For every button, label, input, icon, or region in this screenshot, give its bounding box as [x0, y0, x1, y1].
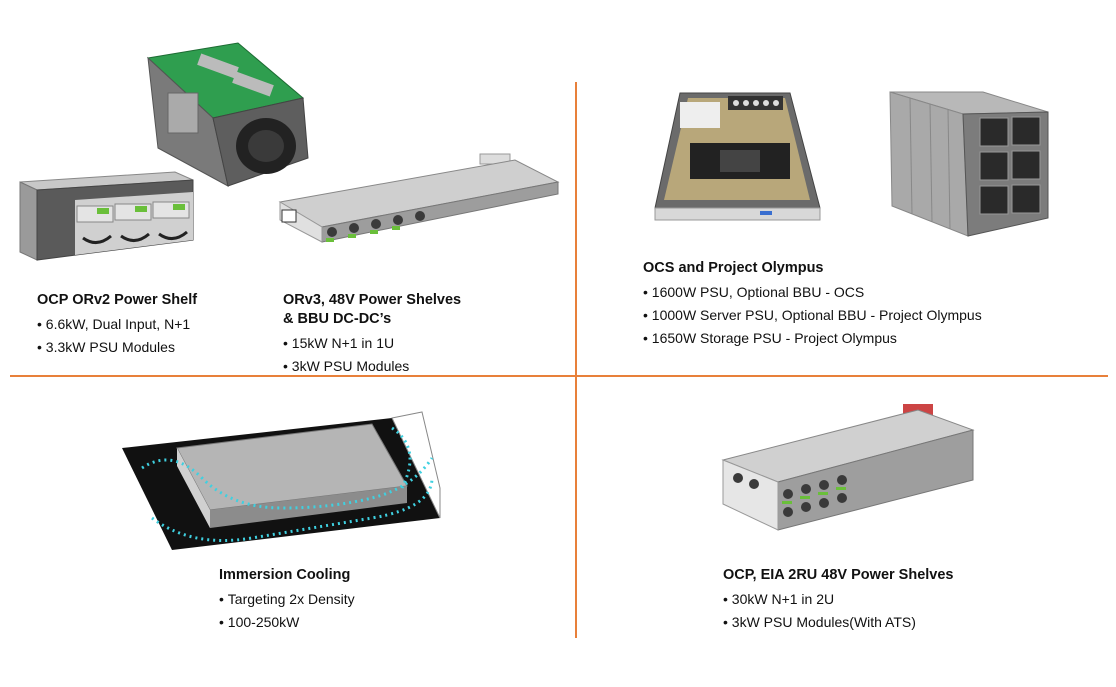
orv3-power-shelf-image [278, 153, 560, 243]
bullet-item: 1000W Server PSU, Optional BBU - Project… [643, 306, 1073, 325]
bullet-item: 3kW PSU Modules [283, 357, 543, 376]
bullet-item: 100-250kW [219, 613, 459, 632]
eia-2ru-shelf-image [721, 404, 975, 531]
bullet-item: 1650W Storage PSU - Project Olympus [643, 329, 1073, 348]
panel-orv3: ORv3, 48V Power Shelves & BBU DC-DC’s 15… [283, 291, 543, 380]
ocs-server-image [654, 92, 821, 221]
olympus-psu-image [889, 91, 1049, 237]
bullet-item: 15kW N+1 in 1U [283, 334, 543, 353]
panel-title: OCP, EIA 2RU 48V Power Shelves [723, 567, 954, 583]
bullet-item: Targeting 2x Density [219, 590, 459, 609]
panel-title: Immersion Cooling [219, 567, 351, 583]
bullet-item: 1600W PSU, Optional BBU - OCS [643, 283, 1073, 302]
bullet-item: 6.6kW, Dual Input, N+1 [37, 315, 257, 334]
bullet-item: 3kW PSU Modules(With ATS) [723, 613, 1023, 632]
orv2-power-shelf-image [19, 171, 194, 261]
panel-title: OCS and Project Olympus [643, 260, 824, 276]
panel-eia: OCP, EIA 2RU 48V Power Shelves 30kW N+1 … [723, 566, 1023, 636]
bullet-item: 3.3kW PSU Modules [37, 338, 257, 357]
panel-ocs: OCS and Project Olympus 1600W PSU, Optio… [643, 259, 1073, 352]
panel-immersion: Immersion Cooling Targeting 2x Density 1… [219, 566, 459, 636]
psu-module-fan-image [146, 42, 309, 187]
panel-orv2: OCP ORv2 Power Shelf 6.6kW, Dual Input, … [37, 291, 257, 361]
bullet-item: 30kW N+1 in 2U [723, 590, 1023, 609]
panel-title: OCP ORv2 Power Shelf [37, 292, 198, 308]
immersion-tank-image [122, 411, 441, 550]
horizontal-divider [10, 375, 1108, 377]
panel-title: ORv3, 48V Power Shelves & BBU DC-DC’s [283, 292, 462, 327]
vertical-divider [575, 82, 577, 638]
